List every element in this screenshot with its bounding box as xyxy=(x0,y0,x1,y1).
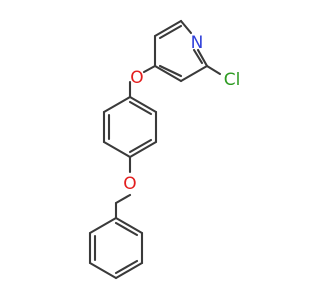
ether-oxygen-bottom-label: O xyxy=(123,174,136,194)
ether-oxygen-top-label: O xyxy=(130,68,143,88)
pyridine-ether-bond xyxy=(142,64,157,74)
chlorine-bond xyxy=(205,64,222,76)
para-phenylene-ring xyxy=(102,80,158,159)
chemical-structure: N Cl O O xyxy=(88,19,241,280)
nitrogen-atom-label: N xyxy=(191,33,204,53)
benzyl-ether-bond xyxy=(114,155,132,220)
benzene-ring xyxy=(88,216,144,280)
chlorine-atom-label: Cl xyxy=(224,70,241,90)
pyridine-ring xyxy=(153,19,209,83)
